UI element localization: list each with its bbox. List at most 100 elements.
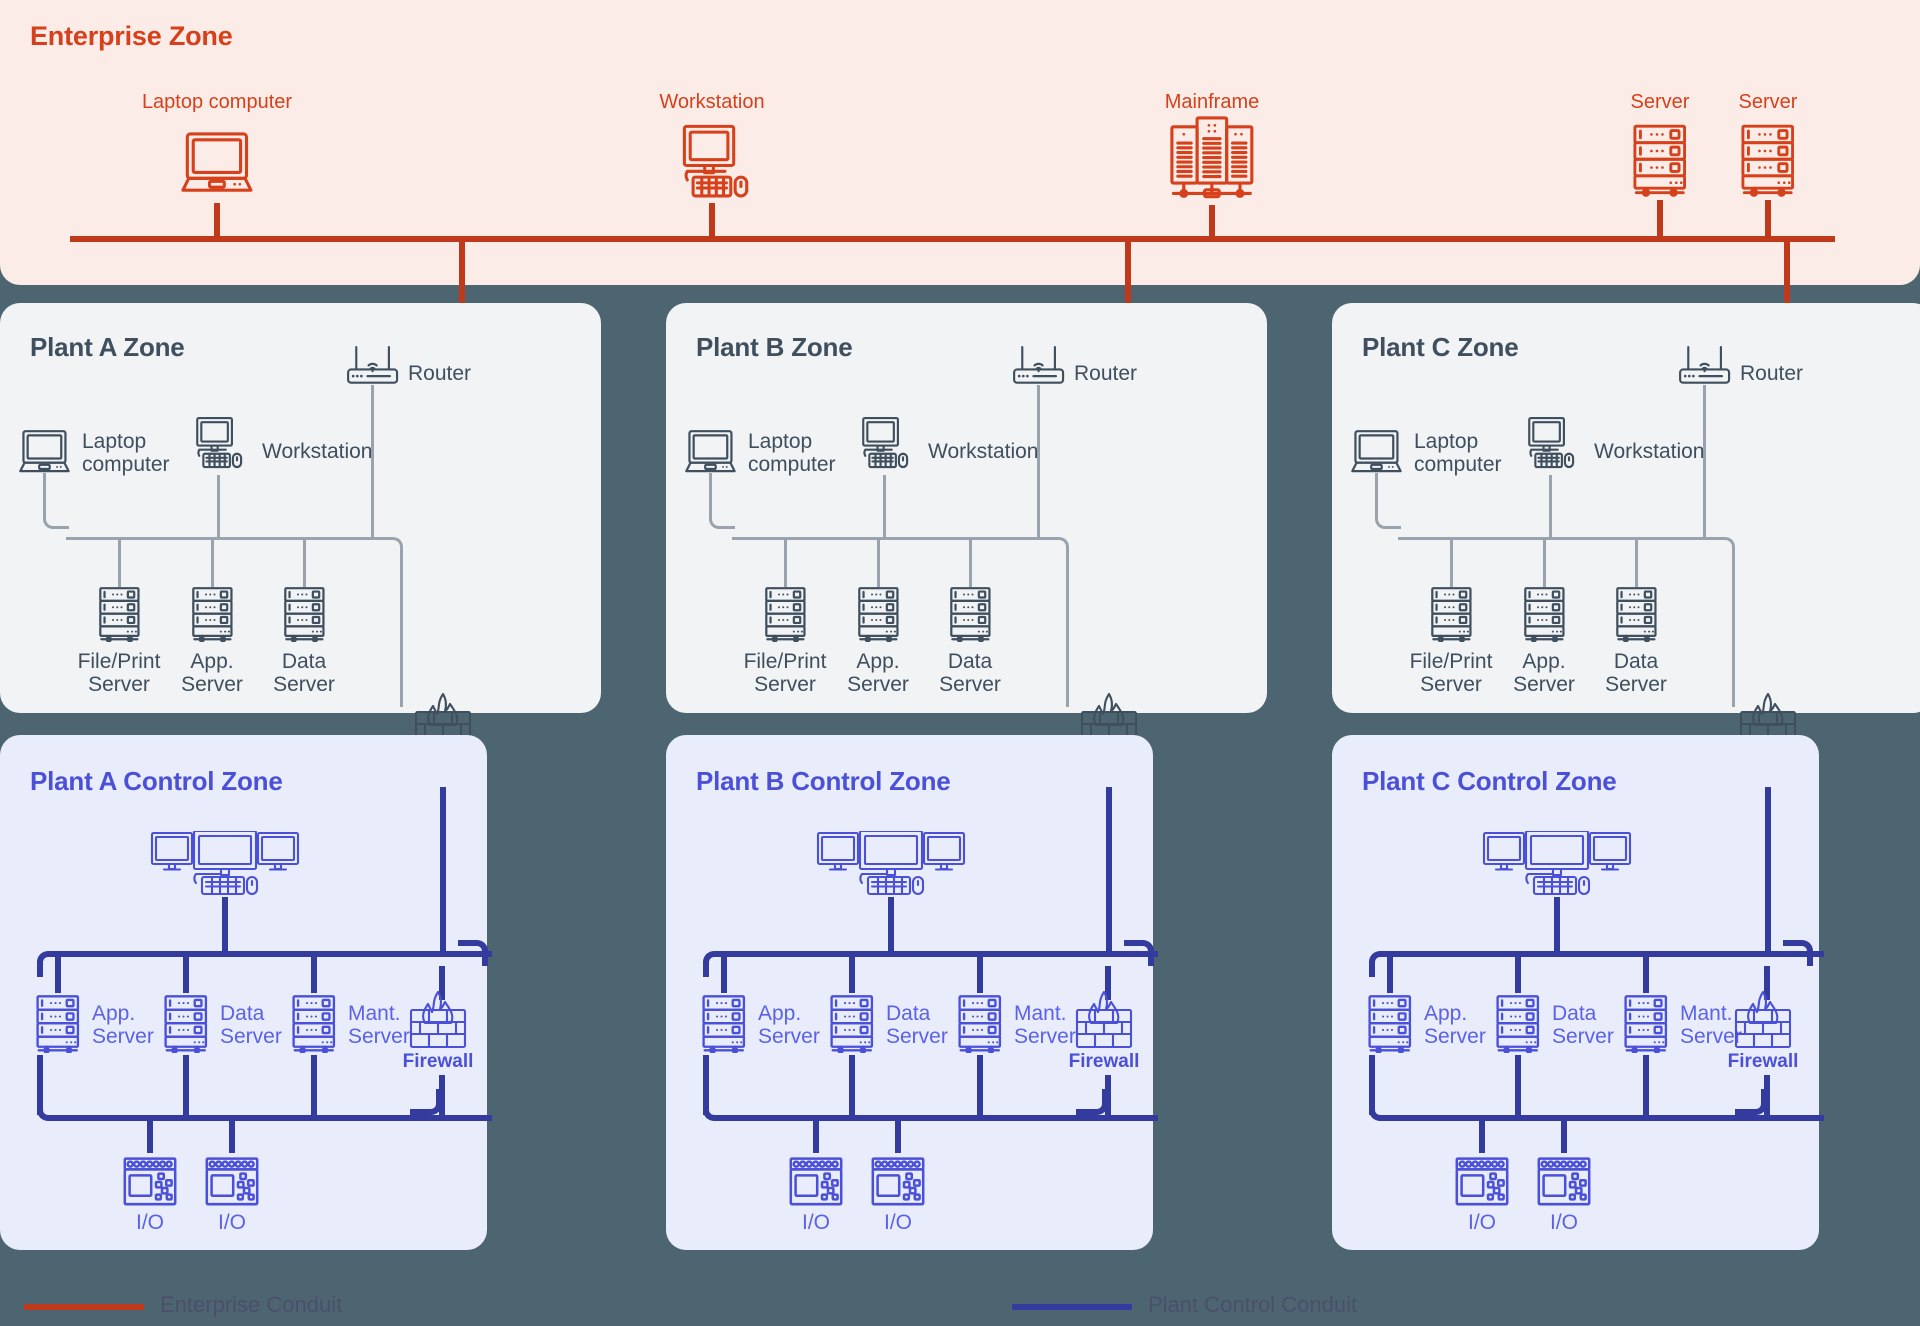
ctrl-bus-left-elbow-1 [703,951,729,977]
ctrl-server-topdrop-0-1 [183,951,189,993]
plant-to-firewall-0 [400,557,403,707]
ctrl-server-topdrop-0-2 [311,951,317,993]
ctrl-io-label-2-1: I/O [1549,1211,1578,1234]
ctrl-server-label-0-0: App. Server [92,1002,154,1048]
plant-router-elbow-1 [1037,537,1069,559]
ctrl-io-label-0-0: I/O [135,1211,164,1234]
ctrl-server-label-2-0: App. Server [1424,1002,1486,1048]
plant-server-label-0-1: App. Server [181,650,243,696]
firewall-riser-1 [1106,787,1112,951]
triple-monitor-icon [1482,831,1632,897]
firewall-elbow-top-1 [1124,940,1154,966]
server-icon [826,993,878,1054]
plant-server-drop-2-1 [1543,537,1546,587]
plant-server-label-2-1: App. Server [1513,650,1575,696]
plant-laptop-elbow-2 [1375,507,1401,529]
mainframe-icon [1166,112,1258,204]
plant-ws-stub-0 [217,475,220,537]
ctrl-io-label-1-1: I/O [883,1211,912,1234]
workstation-icon [185,415,248,472]
firewall-down-1 [1105,966,1111,1000]
enterprise-node-label-3: Server [1630,91,1690,113]
plant-server-label-1-2: Data Server [939,650,1001,696]
ctrl-left-riser-2 [1369,1055,1375,1115]
ctrl-right-riser-2 [1643,1055,1649,1115]
triple-monitor-icon [150,831,300,897]
ctrl-left-riser-1 [703,1055,709,1115]
enterprise-drop-0 [214,203,220,239]
ctrl-upper-bus-2 [1392,951,1824,957]
legend-swatch-1 [1012,1304,1132,1310]
plant-ws-stub-2 [1549,475,1552,537]
plant-server-label-1-0: File/Print Server [743,650,827,696]
ctrl-lower-bus-1 [726,1115,1158,1121]
ctrl-server-label-0-1: Data Server [220,1002,282,1048]
plant-workstation-label-2: Workstation [1594,440,1705,463]
plant-server-drop-2-0 [1450,537,1453,587]
ctrl-io-drop-0-0 [147,1115,153,1153]
plant-laptop-stub-1 [709,473,712,513]
io-module-icon [202,1155,262,1208]
ctrl-op-stub-2 [1554,897,1560,951]
io-module-icon [1534,1155,1594,1208]
server-icon [1492,993,1544,1054]
server-icon [1364,993,1416,1054]
plant-server-label-0-0: File/Print Server [77,650,161,696]
plant-router-elbow-2 [1703,537,1735,559]
laptop-icon [174,128,260,196]
server-icon [1427,585,1476,643]
plant-router-label-0: Router [408,362,472,385]
lower-firewall-label-0: Firewall [402,1051,474,1072]
ctrl-mid-riser-0 [183,1055,189,1115]
firewall-down-0 [439,966,445,1000]
plant-server-label-0-2: Data Server [273,650,335,696]
firewall-riser-2 [1765,787,1771,951]
ctrl-server-label-1-1: Data Server [886,1002,948,1048]
server-icon [1612,585,1661,643]
ctrl-io-drop-2-0 [1479,1115,1485,1153]
ctrl-upper-bus-0 [60,951,492,957]
ctrl-server-label-0-2: Mant. Server [348,1002,410,1048]
ctrl-io-drop-1-0 [813,1115,819,1153]
plant-server-drop-0-1 [211,537,214,587]
laptop-icon [680,427,741,475]
server-icon [1736,122,1799,197]
ctrl-server-label-1-2: Mant. Server [1014,1002,1076,1048]
ctrl-server-topdrop-2-1 [1515,951,1521,993]
firewall-elbow-top-0 [458,940,488,966]
io-module-icon [120,1155,180,1208]
firewall-icon [1732,990,1794,1050]
server-icon [1628,122,1691,197]
plant-to-firewall-1 [1066,557,1069,707]
enterprise-node-label-0: Laptop computer [141,91,293,113]
control-zone-title-1: Plant B Control Zone [696,766,951,796]
plant-server-drop-1-0 [784,537,787,587]
firewall-elbow-bottom-0 [410,1089,442,1115]
server-icon [946,585,995,643]
plant-bus-1 [732,537,1038,540]
plant-zone-title-1: Plant B Zone [696,332,853,362]
enterprise-zone-title: Enterprise Zone [30,21,233,51]
router-icon [1674,345,1735,388]
firewall-elbow-bottom-2 [1735,1089,1767,1115]
plant-server-drop-0-2 [303,537,306,587]
plant-router-stub-1 [1037,385,1040,537]
triple-monitor-icon [816,831,966,897]
server-icon [32,993,84,1054]
firewall-tail-1 [1105,1075,1111,1115]
plant-bus-0 [66,537,372,540]
ctrl-lower-bus-0 [60,1115,492,1121]
server-icon [854,585,903,643]
ctrl-server-topdrop-1-2 [977,951,983,993]
plant-router-label-2: Router [1740,362,1804,385]
plant-router-stub-2 [1703,385,1706,537]
plant-ws-stub-1 [883,475,886,537]
plant-laptop-elbow-0 [43,507,69,529]
server-icon [95,585,144,643]
ctrl-op-stub-0 [222,897,228,951]
server-icon [280,585,329,643]
